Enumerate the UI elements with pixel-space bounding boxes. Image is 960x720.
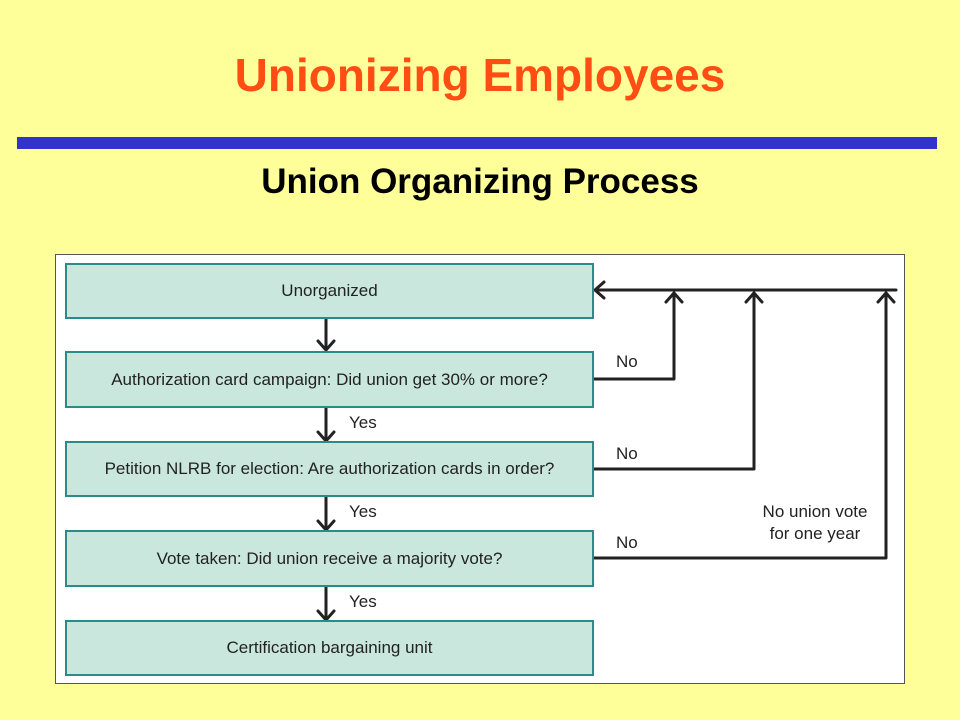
down-arrow-3 [316, 495, 336, 532]
no-label-1: No [616, 352, 638, 371]
slide-title: Unionizing Employees [234, 49, 726, 101]
yes-label-2: Yes [349, 502, 377, 521]
no-path-1 [592, 291, 684, 381]
no-path-2 [592, 291, 764, 471]
no-path-3 [592, 291, 896, 560]
yes-label-3: Yes [349, 592, 377, 611]
step-vote-taken: Vote taken: Did union receive a majority… [65, 530, 594, 587]
note-line-1: No union vote [762, 502, 868, 521]
title-rule [17, 137, 937, 149]
slide-subtitle: Union Organizing Process [261, 162, 699, 201]
step-petition-nlrb: Petition NLRB for election: Are authoriz… [65, 441, 594, 497]
down-arrow-1 [316, 317, 336, 352]
yes-label-1: Yes [349, 413, 377, 432]
return-line [593, 280, 898, 300]
step-unorganized: Unorganized [65, 263, 594, 319]
no-label-2: No [616, 444, 638, 463]
down-arrow-4 [316, 585, 336, 622]
flowchart: Unorganized Authorization card campaign:… [55, 254, 905, 684]
note-line-2: for one year [769, 524, 861, 543]
step-certification: Certification bargaining unit [65, 620, 594, 676]
step-authorization-campaign: Authorization card campaign: Did union g… [65, 351, 594, 408]
no-union-vote-note: No union vote for one year [746, 501, 884, 545]
no-label-3: No [616, 533, 638, 552]
down-arrow-2 [316, 406, 336, 443]
flowchart-connectors [316, 280, 898, 622]
